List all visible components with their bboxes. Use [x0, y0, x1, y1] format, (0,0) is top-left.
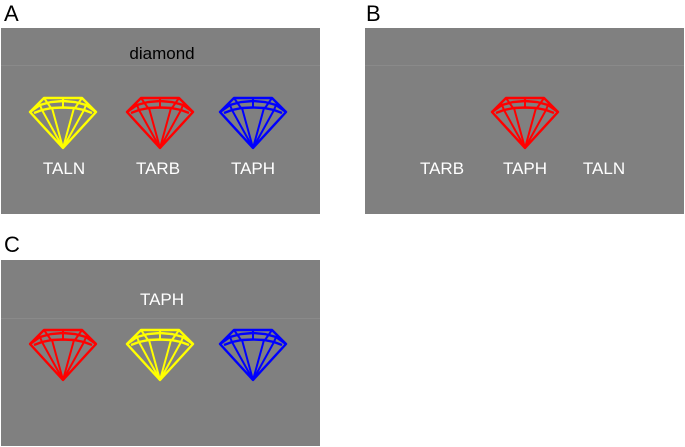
diamond-gem-icon: [218, 96, 288, 150]
diamond-gem-icon: [28, 328, 98, 382]
diamond-gem-icon: [490, 96, 560, 150]
option-label: TAPH: [230, 159, 276, 178]
panel-c: TAPH: [1, 260, 320, 446]
panel-divider: [1, 65, 320, 66]
diamond-gem-icon: [125, 96, 195, 150]
panel-divider: [1, 318, 320, 319]
panel-letter-b: B: [366, 1, 381, 26]
panel-letter-a: A: [4, 1, 19, 26]
option-label: TARB: [419, 159, 465, 178]
panel-a: diamond TALN TARB TAPH: [1, 28, 320, 214]
panel-letter-c: C: [4, 232, 20, 257]
option-label: TARB: [135, 159, 181, 178]
diamond-gem-icon: [218, 328, 288, 382]
diamond-gem-icon: [125, 328, 195, 382]
option-label: TAPH: [502, 159, 548, 178]
panel-divider: [365, 65, 684, 66]
cue-word: diamond: [129, 44, 195, 63]
panel-b: TARB TAPH TALN: [365, 28, 684, 214]
cue-word: TAPH: [139, 290, 185, 309]
option-label: TALN: [582, 159, 626, 178]
diamond-gem-icon: [28, 96, 98, 150]
option-label: TALN: [42, 159, 86, 178]
